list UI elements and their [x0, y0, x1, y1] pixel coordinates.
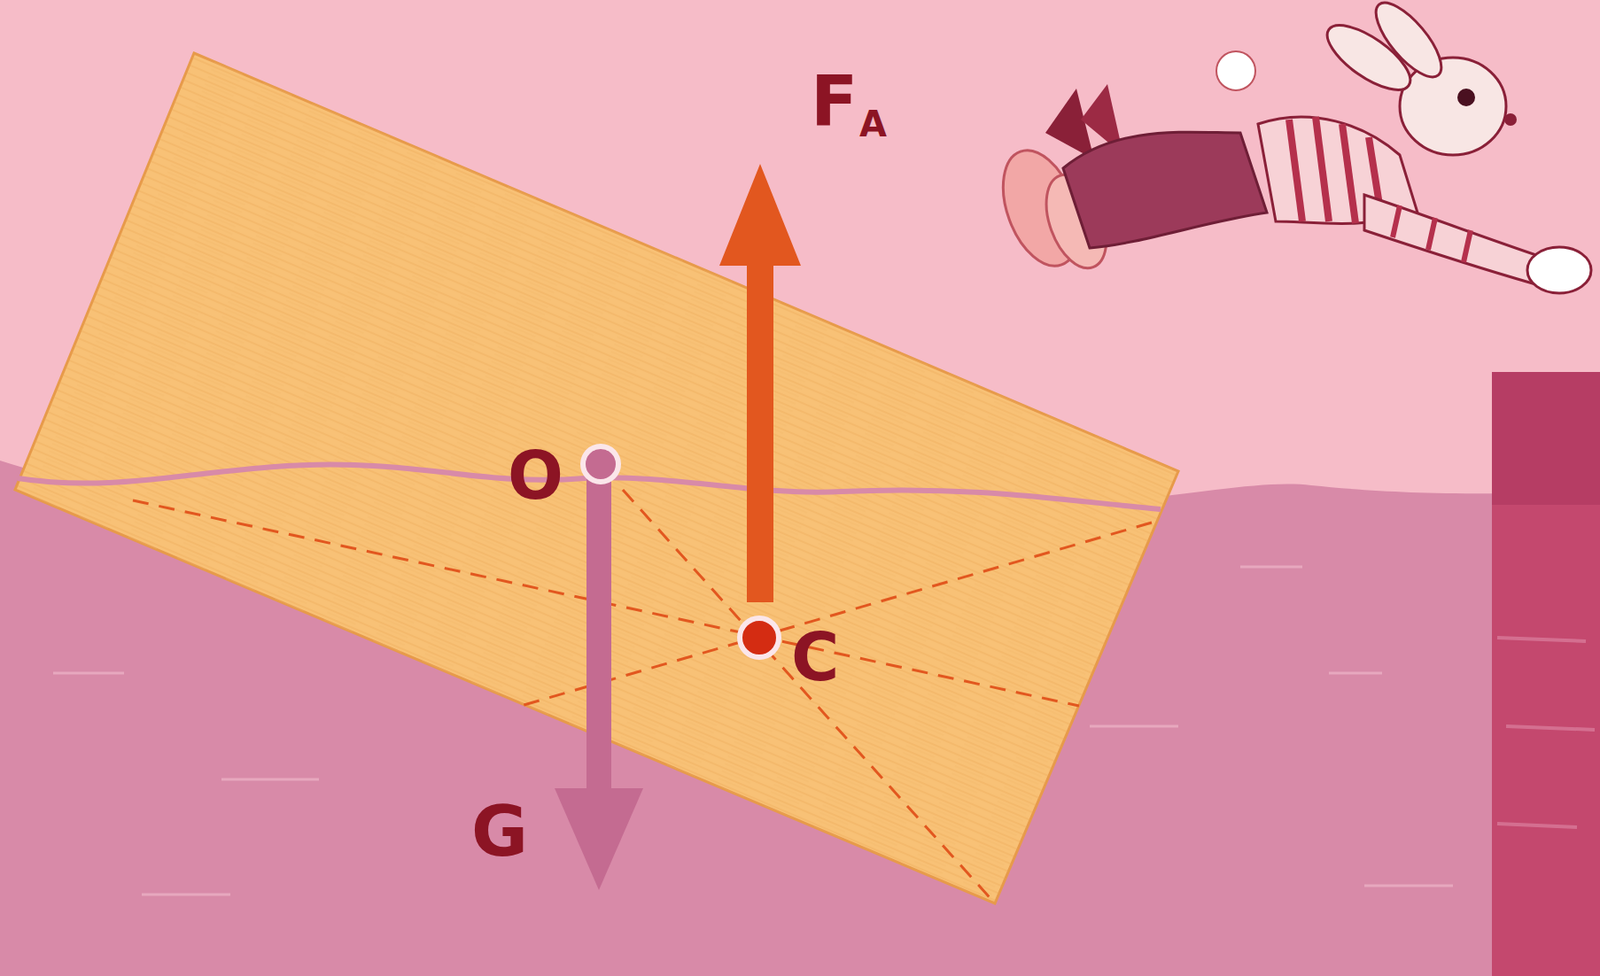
pier-top [1491, 372, 1600, 505]
force-label: F [810, 66, 858, 136]
dashed-diagonals [132, 489, 1152, 904]
point-label: C [791, 624, 839, 691]
rabbit-cartoon [988, 0, 1592, 294]
wooden-block [15, 53, 1179, 904]
pier [1491, 372, 1600, 976]
force-label: G [471, 797, 529, 867]
point-c [739, 618, 779, 658]
weight-arrow [554, 462, 644, 891]
point-label: O [507, 442, 564, 509]
point-o [582, 446, 619, 482]
buoyancy-arrow [719, 163, 801, 603]
subscript-label: A [859, 106, 887, 142]
